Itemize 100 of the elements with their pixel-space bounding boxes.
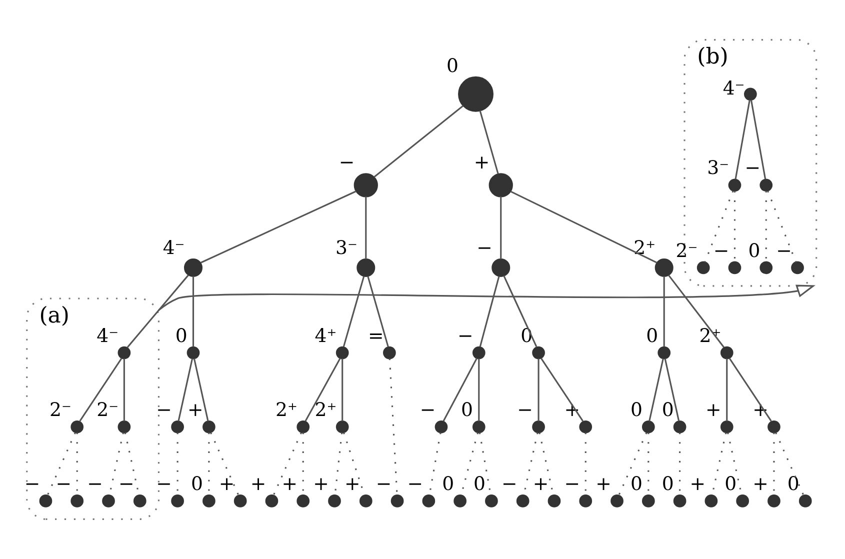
node-circle [532, 420, 545, 434]
node-circle [171, 494, 184, 508]
node-circle [70, 420, 84, 434]
node-label: − [501, 474, 518, 495]
node-circle [736, 494, 750, 508]
node-label: − [420, 400, 436, 421]
arrow [158, 284, 816, 311]
node-label: 0 [724, 474, 737, 495]
node-label: 0 [442, 474, 454, 495]
node-circle [356, 258, 376, 277]
connector [342, 358, 344, 422]
node-circle [579, 494, 592, 508]
node-circle [492, 258, 510, 277]
node-circle [516, 494, 530, 508]
node-circle [171, 420, 184, 434]
node-label: 0 [175, 326, 188, 347]
node-circle [720, 346, 734, 360]
node-label: 2⁻ [96, 400, 119, 421]
node-circle [390, 494, 404, 508]
connector [726, 358, 728, 422]
node-label: − [564, 474, 580, 495]
node-circle [472, 420, 486, 434]
connector [388, 358, 398, 495]
node-label: 0 [191, 474, 204, 495]
node-circle [186, 346, 200, 360]
connector [365, 196, 367, 260]
node-circle [798, 494, 812, 508]
node-label: 0 [460, 400, 473, 421]
node-circle [579, 420, 592, 434]
node-circle [673, 420, 686, 434]
connector [510, 190, 658, 264]
node-label: + [705, 400, 722, 421]
node-label: 0 [474, 474, 486, 495]
node-circle [472, 346, 486, 360]
node-circle [39, 494, 52, 508]
node-circle [532, 346, 545, 360]
node-circle [654, 258, 674, 277]
connector [123, 358, 125, 422]
node-label: + [532, 474, 549, 495]
node-circle [133, 494, 146, 508]
connector [193, 358, 209, 422]
node-circle [454, 494, 466, 508]
node-label: − [458, 326, 474, 347]
node-label: + [596, 474, 612, 495]
node-label: − [517, 400, 533, 421]
node-label: 0 [662, 474, 674, 495]
node-label: 4⁻ [162, 238, 185, 259]
node-circle [296, 494, 310, 508]
connector [442, 358, 478, 422]
node-label: 2⁺ [314, 400, 337, 421]
node-label: + [188, 400, 204, 421]
node-circle [485, 494, 498, 508]
connector [200, 190, 356, 264]
connector [668, 274, 725, 348]
node-circle [673, 494, 686, 508]
connector [210, 432, 240, 496]
node-circle [488, 173, 513, 198]
node-circle [184, 258, 202, 277]
node-circle [202, 494, 216, 508]
node-label: 2⁺ [276, 400, 298, 421]
node-circle [791, 261, 804, 274]
node-circle [202, 420, 216, 434]
node-label: − [776, 240, 792, 262]
connector [618, 432, 648, 496]
connector [728, 358, 772, 422]
node-circle [760, 261, 773, 274]
connector [500, 196, 502, 260]
node-circle [720, 420, 734, 434]
node-label: + [250, 474, 266, 495]
node-label: 2⁻ [50, 400, 72, 421]
node-label: − [713, 240, 730, 262]
node-label: 0 [630, 400, 642, 421]
node-circle [359, 494, 372, 508]
node-circle [422, 494, 436, 508]
connector [304, 358, 341, 422]
connector [79, 358, 122, 422]
node-label: + [313, 474, 329, 495]
node-label: − [744, 158, 761, 180]
connector [663, 276, 665, 347]
node-circle [336, 420, 349, 434]
node-circle [704, 494, 718, 508]
node-circle [328, 494, 341, 508]
connector [479, 276, 500, 347]
node-label: − [338, 152, 355, 174]
connector [775, 432, 804, 496]
node-circle [296, 420, 310, 434]
node-label: 0 [787, 474, 800, 495]
node-circle [458, 76, 494, 112]
node-circle [696, 261, 710, 274]
connector [367, 276, 389, 348]
node-label: + [344, 474, 360, 495]
node-circle [728, 261, 742, 274]
node-label: + [218, 474, 235, 495]
connector [126, 274, 189, 348]
node-label: − [407, 474, 424, 495]
node-circle [768, 420, 780, 434]
connector [374, 105, 464, 178]
node-circle [336, 346, 349, 360]
connector [478, 358, 480, 422]
node-label: − [118, 474, 134, 495]
